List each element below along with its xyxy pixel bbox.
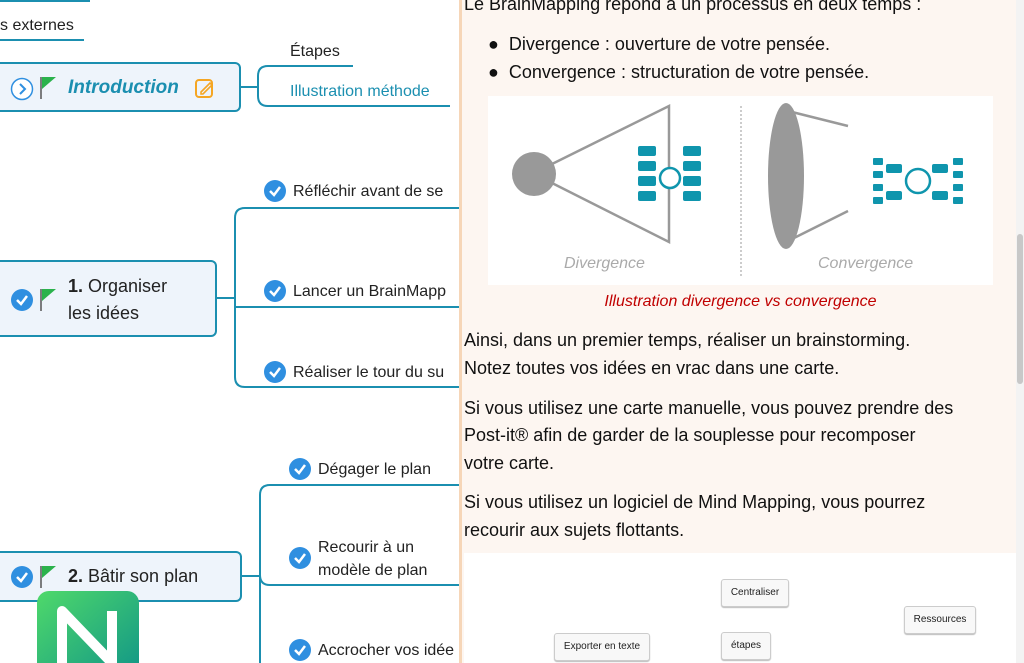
note-icon[interactable]	[194, 77, 216, 99]
floating-topic: Exporter en texte	[554, 633, 650, 661]
paragraph-line: Si vous utilisez un logiciel de Mind Map…	[464, 492, 926, 512]
check-icon	[289, 458, 311, 480]
subtopic-degager[interactable]: Dégager le plan	[318, 461, 431, 478]
topic-label: Bâtir son plan	[88, 566, 199, 586]
mindmap-connectors	[0, 0, 460, 663]
floating-topic: Centraliser	[721, 579, 789, 607]
bullet-item: ●Convergence : structuration de votre pe…	[488, 62, 870, 82]
scrollbar-thumb[interactable]	[1017, 234, 1023, 384]
check-icon	[289, 547, 311, 569]
subtopic-realiser[interactable]: Réaliser le tour du su	[293, 364, 445, 381]
paragraph-line: Ainsi, dans un premier temps, réaliser u…	[464, 330, 911, 350]
topic-label-line2: les idées	[68, 303, 140, 323]
subtopic-recourir[interactable]: Recourir à un	[318, 539, 415, 556]
subtopic-lancer[interactable]: Lancer un BrainMapp	[293, 283, 446, 300]
expand-chevron-icon[interactable]	[10, 77, 34, 101]
floating-topic: étapes	[721, 632, 771, 660]
topic-organiser[interactable]: 1. Organiser les idées	[0, 260, 217, 337]
topic-label: Organiser	[88, 276, 168, 296]
app-logo-icon	[37, 591, 139, 663]
panel-scrollbar[interactable]	[1016, 0, 1024, 663]
flag-icon	[40, 77, 56, 99]
divergence-convergence-figure: Divergence Convergence	[488, 96, 993, 285]
topic-introduction[interactable]: Introduction	[0, 62, 241, 112]
subtopic-accrocher[interactable]: Accrocher vos idée	[318, 642, 455, 659]
paragraph-line: Post-it® afin de garder de la souplesse …	[464, 425, 916, 445]
subtopic-etapes[interactable]: Étapes	[290, 43, 340, 60]
bullet-text: Convergence : structuration de votre pen…	[508, 62, 870, 82]
paragraph-line: votre carte.	[464, 453, 555, 473]
bullet-text: Divergence : ouverture de votre pensée.	[508, 34, 831, 54]
convergence-label: Convergence	[818, 255, 914, 272]
topic-number: 2.	[68, 566, 84, 586]
check-icon	[264, 361, 286, 383]
figure-caption: Illustration divergence vs convergence	[604, 293, 877, 310]
subtopic-reflechir[interactable]: Réfléchir avant de se	[293, 183, 444, 200]
divergence-label: Divergence	[564, 255, 645, 272]
bullet-item: ●Divergence : ouverture de votre pensée.	[488, 34, 831, 54]
floating-topic: Ressources	[904, 606, 976, 634]
partial-topic-label[interactable]: s externes	[0, 17, 74, 34]
check-icon	[11, 566, 33, 588]
check-icon	[264, 280, 286, 302]
subtopic-recourir-line2[interactable]: modèle de plan	[318, 562, 428, 579]
topic-number: 1.	[68, 276, 84, 296]
paragraph-line: Notez toutes vos idées en vrac dans une …	[464, 358, 840, 378]
paragraph-line: recourir aux sujets flottants.	[464, 520, 685, 540]
check-icon	[264, 180, 286, 202]
flag-icon	[40, 289, 56, 311]
notes-panel: Le BrainMapping répond à un processus en…	[459, 0, 1019, 663]
paragraph-line: Si vous utilisez une carte manuelle, vou…	[464, 398, 954, 418]
flag-icon	[40, 566, 56, 588]
check-icon	[289, 639, 311, 661]
intro-text: Le BrainMapping répond à un processus en…	[464, 0, 922, 14]
check-icon	[11, 289, 33, 311]
floating-topics-image: Centraliser Ressources Exporter en texte…	[464, 553, 1019, 663]
topic-label: Introduction	[68, 77, 179, 98]
subtopic-illustration-methode[interactable]: Illustration méthode	[290, 83, 430, 100]
